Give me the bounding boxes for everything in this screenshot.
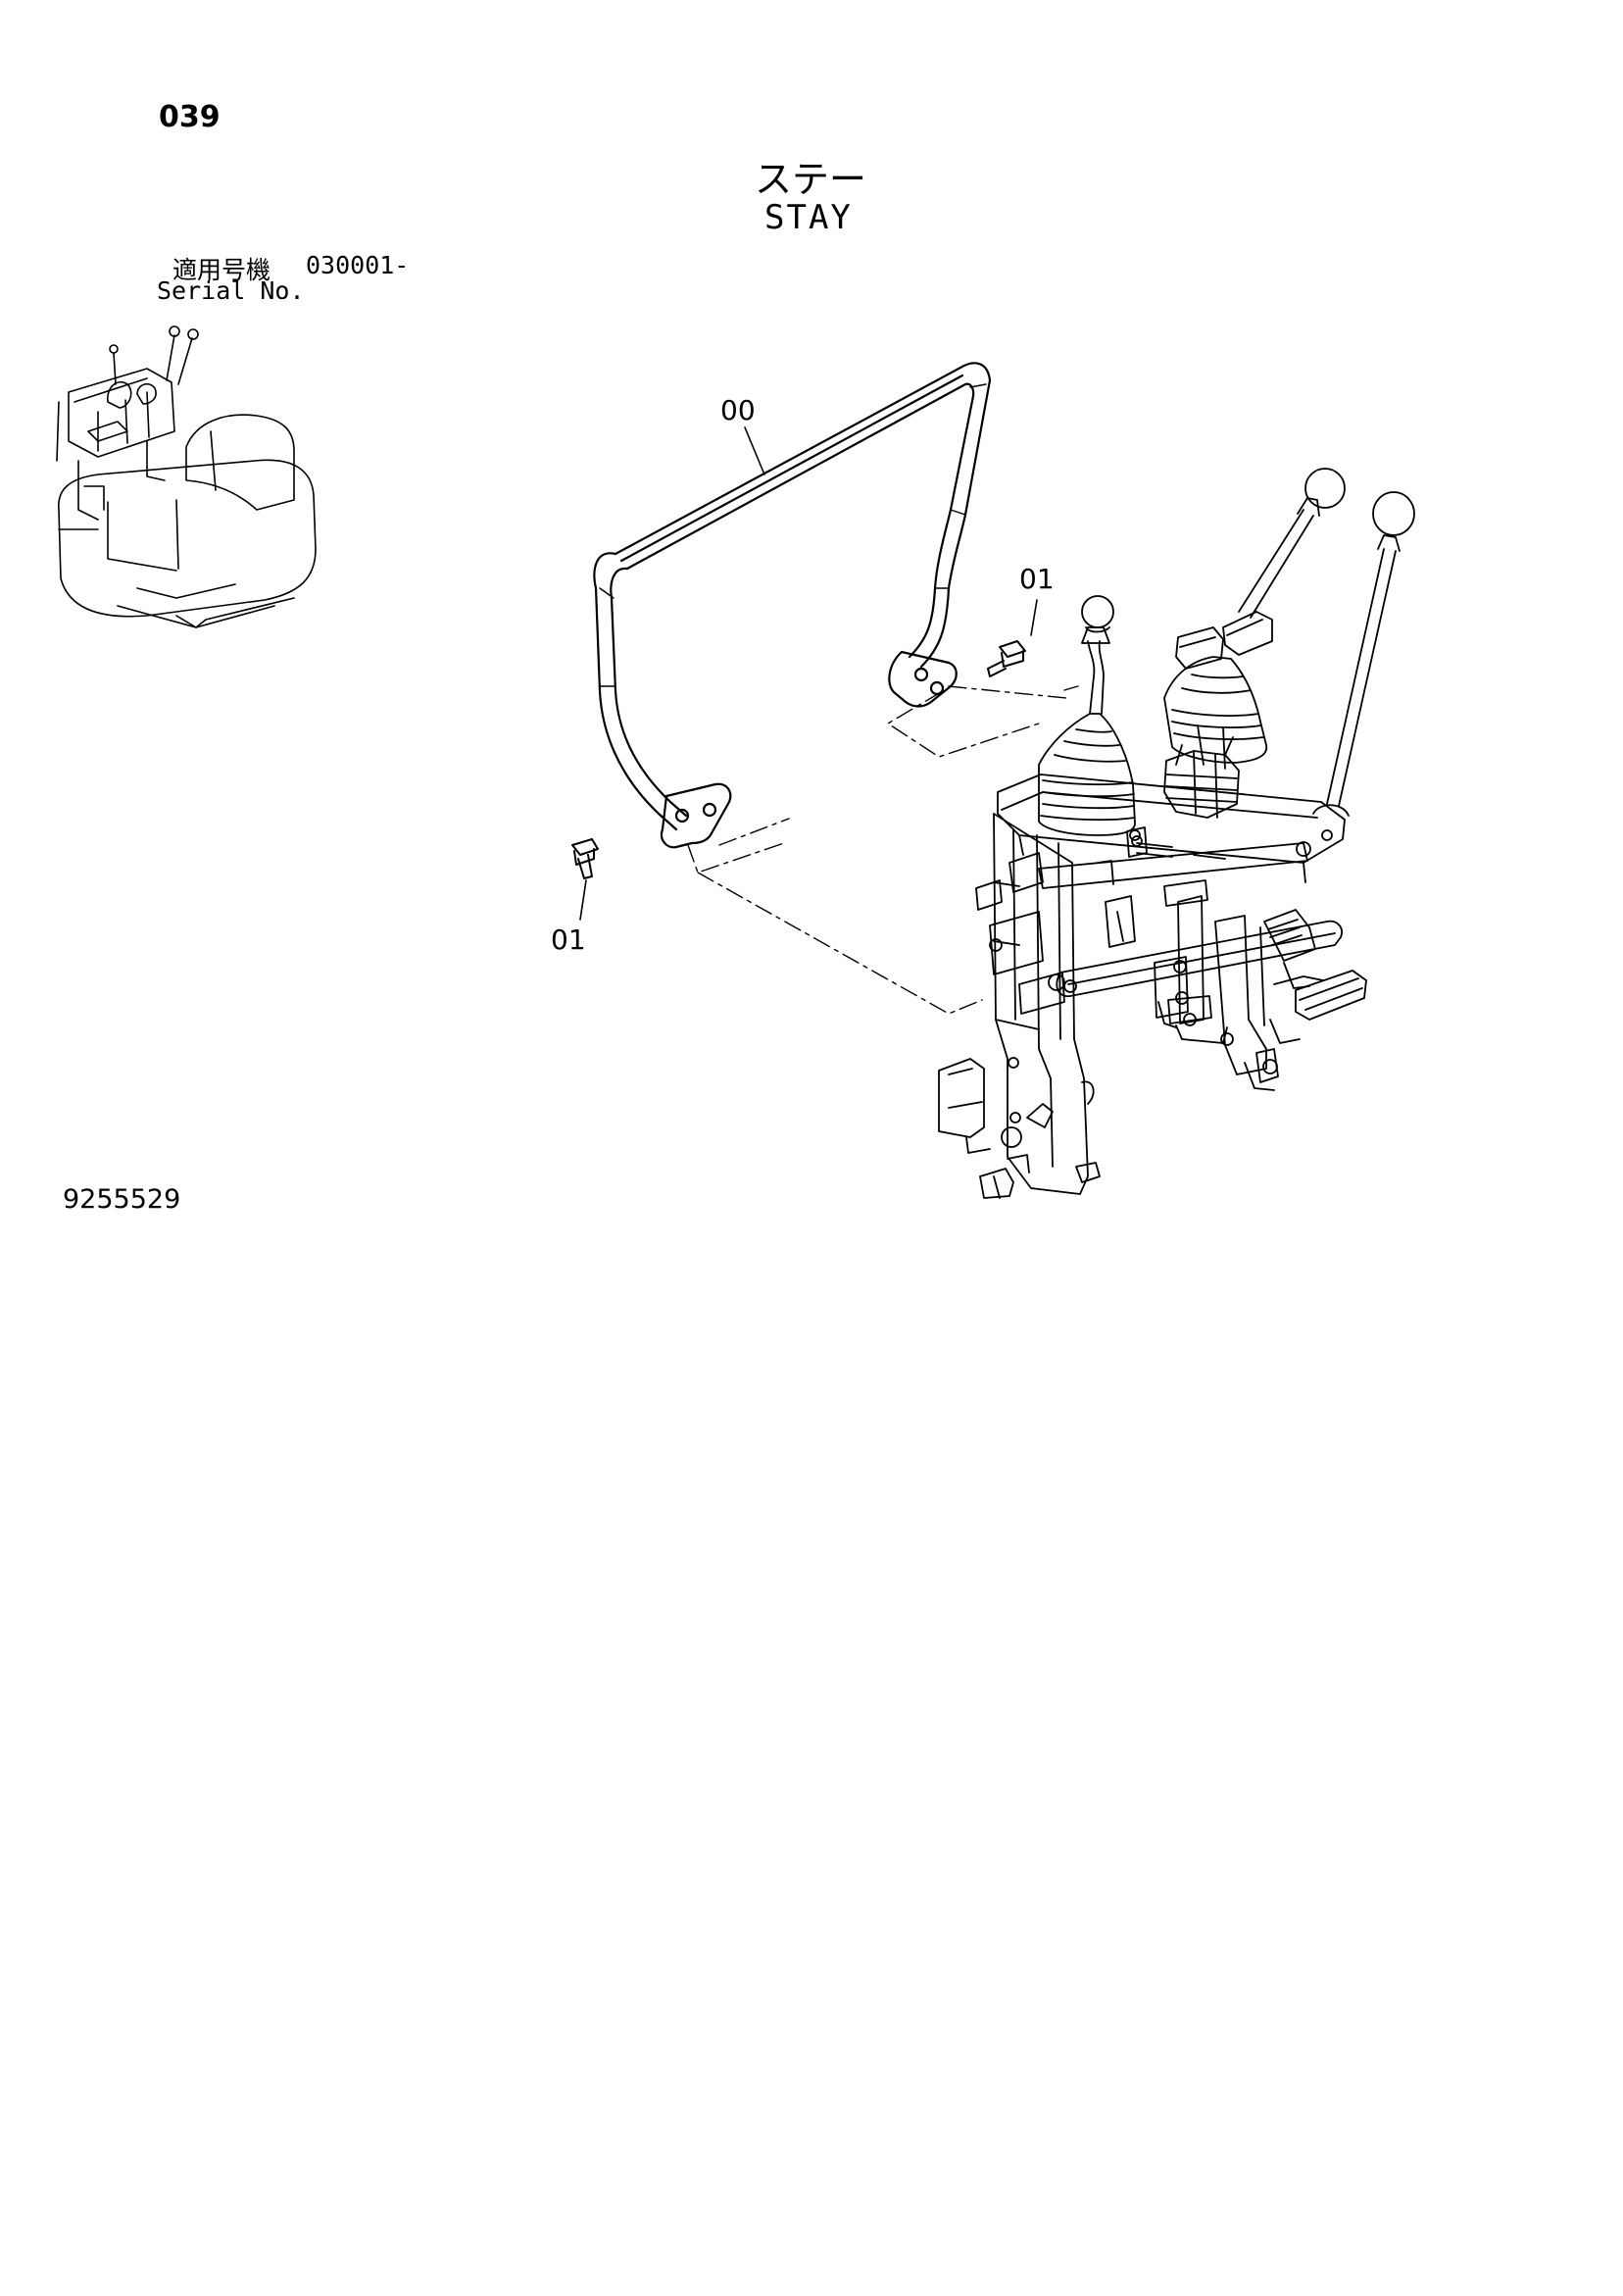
bolt-left [571, 838, 599, 879]
stay-tube [593, 362, 992, 849]
serial-label-english: Serial No. [157, 276, 305, 305]
installation-dashed-lines [687, 685, 1079, 1015]
callout-bolt-left: 01 [551, 923, 586, 956]
serial-range: 030001- [306, 251, 410, 279]
title-english: STAY [764, 198, 853, 237]
callout-stay: 00 [720, 394, 756, 426]
serial-label-japanese: 適用号機 [172, 256, 271, 284]
page-number: 039 [159, 100, 221, 134]
callout-bolt-right: 01 [1019, 563, 1055, 595]
control-stand [938, 468, 1415, 1199]
title-japanese: ステー [755, 158, 867, 201]
leader-lines [579, 426, 1038, 921]
bolt-right [987, 640, 1026, 677]
location-thumbnail [56, 325, 317, 628]
drawing-number: 9255529 [63, 1184, 181, 1215]
